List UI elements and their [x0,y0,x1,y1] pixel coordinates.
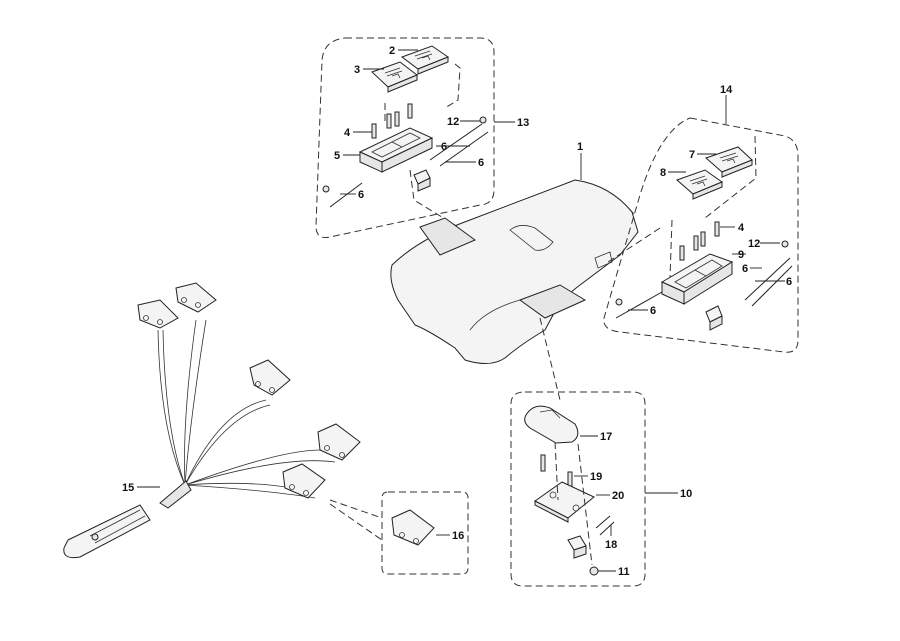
microswitch-joystick [567,535,587,559]
pin-19a [540,454,546,472]
callout-14: 14 [720,84,733,96]
switch-cap-2 [400,45,450,75]
callout-6: 6 [441,141,447,153]
console-cover-1 [390,179,639,364]
nut-11 [589,566,599,576]
switch-cap-7 [705,146,753,178]
microswitch-16 [391,509,435,546]
rods-6-right [615,257,793,319]
group-10-boundary [510,391,646,587]
switch-cap-3 [371,61,418,93]
fastener-12 [479,116,487,124]
callout-1: 1 [577,141,583,153]
harness-connector [63,504,151,559]
callout-17: 17 [600,431,612,443]
callout-20: 20 [612,490,624,502]
callout-9: 9 [738,249,744,261]
microswitch-e [282,463,326,499]
switch-assembly-14 [603,117,799,353]
microswitch-detail-16 [329,491,469,575]
microswitch-right [705,305,723,331]
callout-2: 2 [389,45,395,57]
microswitch-a [137,299,179,329]
microswitch-c [249,359,291,396]
microswitch-left [413,169,431,192]
assembly-link-line [539,317,561,401]
callout-4: 4 [738,222,745,234]
microswitch-b [175,282,217,313]
leader-lines [137,49,785,572]
pins-18 [595,515,615,536]
wiring-harness-15 [63,282,361,559]
callout-15: 15 [122,482,134,494]
callout-8: 8 [660,167,666,179]
callout-10: 10 [680,488,692,500]
callout-19: 19 [590,471,602,483]
callout-7: 7 [689,149,695,161]
callout-labels: 1 2 3 4 4 5 6 6 6 6 6 6 7 8 9 10 11 12 1… [122,45,792,578]
pins-4-right [679,221,720,261]
joystick-knob-17 [524,405,579,444]
callout-5: 5 [334,150,340,162]
callout-6: 6 [742,263,748,275]
callout-13: 13 [517,117,529,129]
rods-6-left [329,123,489,208]
mounting-plate-20 [534,481,595,523]
fastener-right [615,298,623,306]
switch-cap-8 [676,169,724,200]
callout-6: 6 [478,157,484,169]
group-13-boundary [315,37,495,238]
fastener-left [322,185,330,193]
callout-6: 6 [358,189,364,201]
callout-12: 12 [447,116,459,128]
callout-6: 6 [786,276,792,288]
callout-12: 12 [748,238,760,250]
group-14-boundary [603,117,799,353]
callout-11: 11 [618,566,630,578]
fastener-12-right [781,240,789,248]
pins-4 [371,103,413,139]
switch-assembly-10 [510,391,646,587]
switch-housing-5 [358,127,434,173]
group-16-boundary [381,491,469,575]
callout-16: 16 [452,530,464,542]
callout-18: 18 [605,539,617,551]
callout-6: 6 [650,305,656,317]
harness-sleeve [159,480,192,509]
microswitch-d [317,423,361,461]
callout-4: 4 [344,127,351,139]
callout-3: 3 [354,64,360,76]
switch-housing-9 [660,253,734,305]
